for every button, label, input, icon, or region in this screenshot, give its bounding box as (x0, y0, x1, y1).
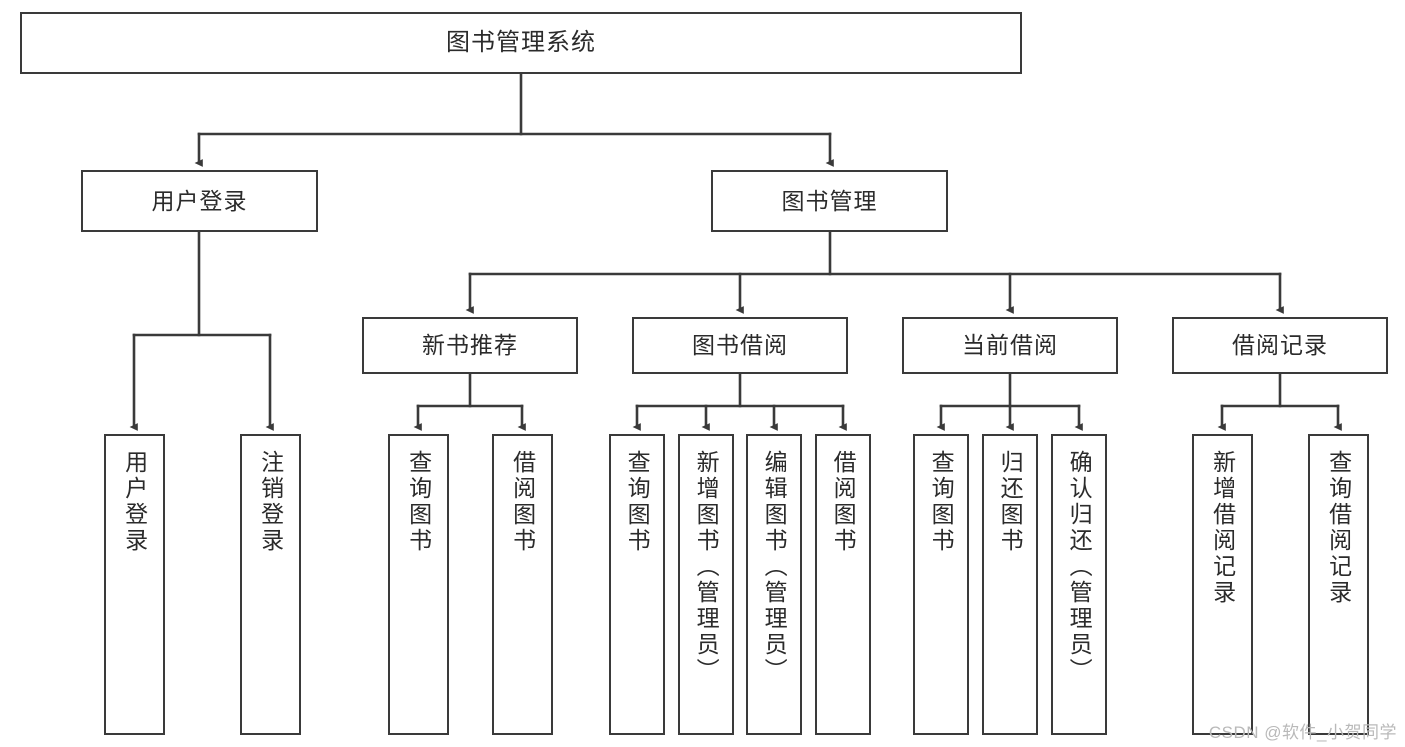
node-label: 借阅图书 (830, 450, 857, 554)
leaf-book-borrow-query[interactable]: 查询图书 (609, 434, 665, 735)
node-label: 查询借阅记录 (1325, 450, 1352, 606)
leaf-book-borrow-add[interactable]: 新增图书（管理员） (678, 434, 734, 735)
leaf-book-borrow-borrow[interactable]: 借阅图书 (815, 434, 871, 735)
node-user-login[interactable]: 用户登录 (81, 170, 318, 232)
node-label: 当前借阅 (962, 332, 1058, 359)
node-label: 图书管理系统 (446, 29, 596, 56)
leaf-user-login-login[interactable]: 用户登录 (104, 434, 165, 735)
node-label: 新增借阅记录 (1209, 450, 1236, 606)
node-root-system[interactable]: 图书管理系统 (20, 12, 1022, 74)
node-book-borrow[interactable]: 图书借阅 (632, 317, 848, 374)
node-label: 借阅图书 (509, 450, 536, 554)
node-label: 查询图书 (928, 450, 955, 554)
node-label: 图书管理 (781, 187, 878, 214)
leaf-borrow-record-query[interactable]: 查询借阅记录 (1308, 434, 1369, 735)
node-new-book-recommend[interactable]: 新书推荐 (362, 317, 578, 374)
csdn-watermark: CSDN @软件_小贺同学 (1208, 723, 1397, 742)
node-label: 注销登录 (257, 450, 284, 554)
node-label: 新增图书（管理员） (693, 450, 720, 684)
leaf-current-borrow-return[interactable]: 归还图书 (982, 434, 1038, 735)
node-label: 编辑图书（管理员） (761, 450, 788, 684)
leaf-new-book-borrow[interactable]: 借阅图书 (492, 434, 553, 735)
node-current-borrow[interactable]: 当前借阅 (902, 317, 1118, 374)
node-label: 新书推荐 (422, 332, 518, 359)
leaf-current-borrow-query[interactable]: 查询图书 (913, 434, 969, 735)
leaf-current-borrow-confirm[interactable]: 确认归还（管理员） (1051, 434, 1107, 735)
leaf-user-login-logout[interactable]: 注销登录 (240, 434, 301, 735)
node-label: 查询图书 (624, 450, 651, 554)
leaf-borrow-record-add[interactable]: 新增借阅记录 (1192, 434, 1253, 735)
node-label: 确认归还（管理员） (1066, 450, 1093, 684)
node-label: 图书借阅 (692, 332, 788, 359)
node-label: 归还图书 (997, 450, 1024, 554)
leaf-book-borrow-edit[interactable]: 编辑图书（管理员） (746, 434, 802, 735)
node-label: 用户登录 (121, 450, 148, 554)
node-label: 借阅记录 (1232, 332, 1328, 359)
node-label: 查询图书 (405, 450, 432, 554)
node-label: 用户登录 (151, 187, 248, 214)
node-borrow-record[interactable]: 借阅记录 (1172, 317, 1388, 374)
leaf-new-book-query[interactable]: 查询图书 (388, 434, 449, 735)
node-book-management[interactable]: 图书管理 (711, 170, 948, 232)
